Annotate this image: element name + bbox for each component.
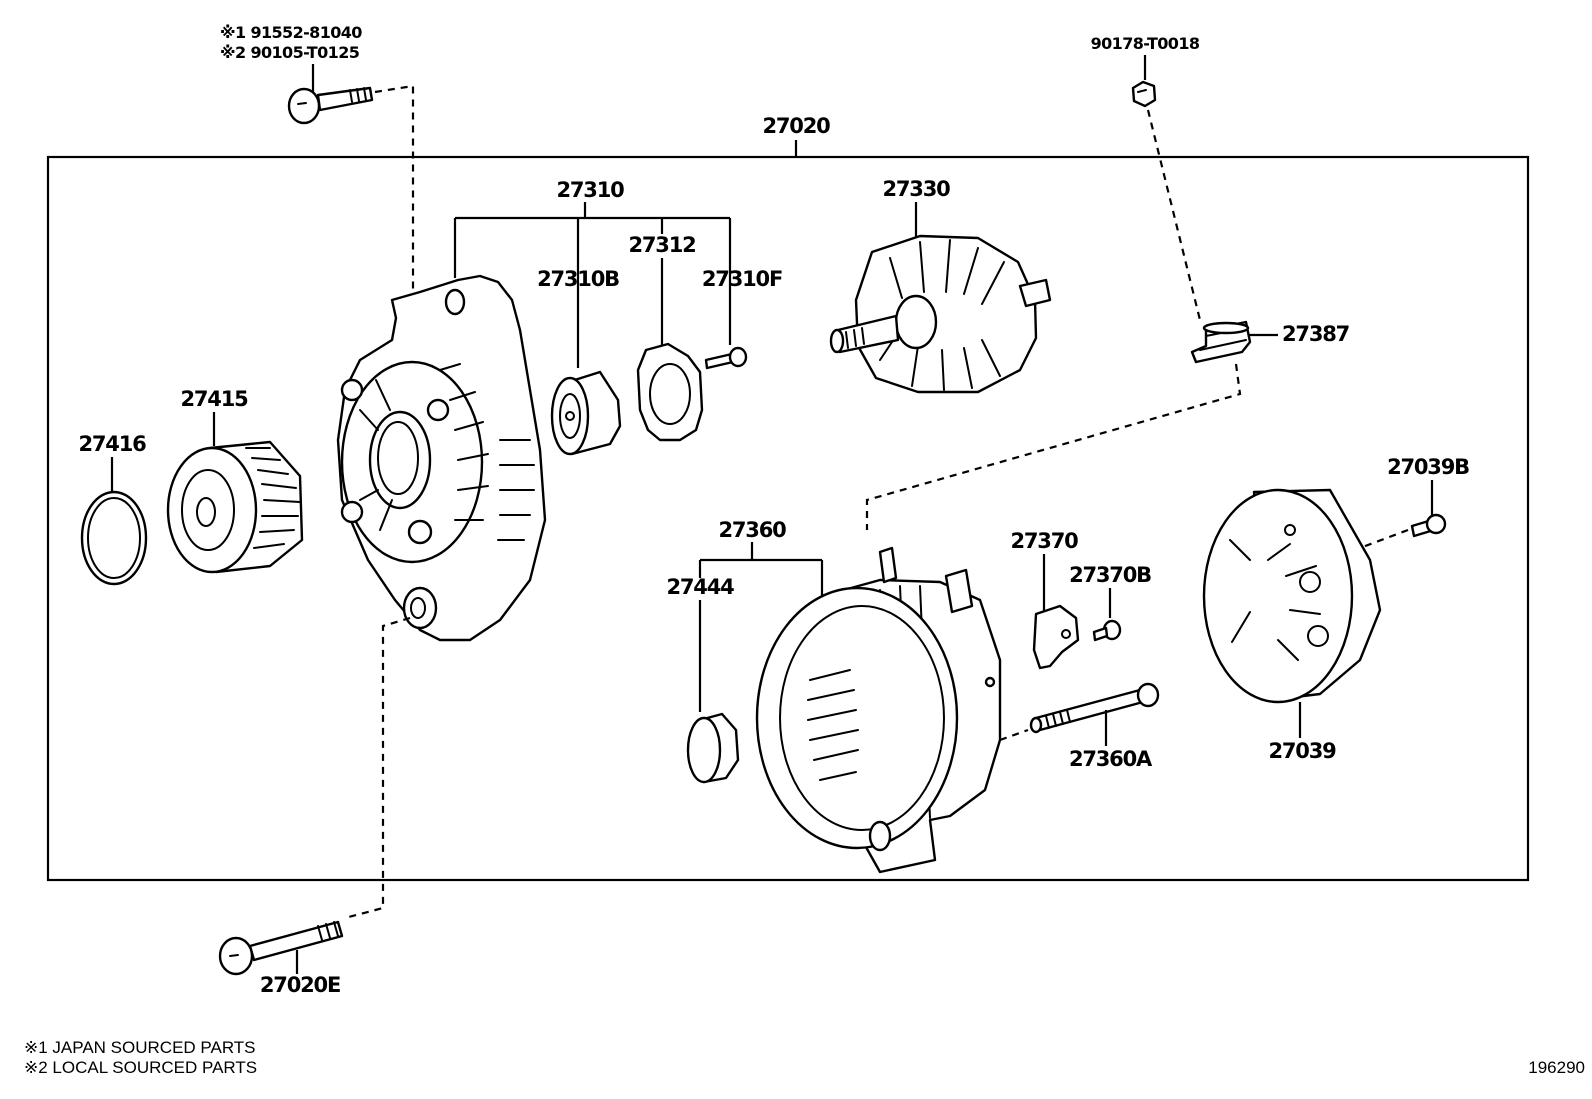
pulley-ring-icon[interactable] <box>80 490 148 586</box>
stator-frame-icon[interactable] <box>755 546 1002 874</box>
brush-holder-icon[interactable] <box>1032 604 1080 670</box>
dash-27387 <box>865 363 1242 530</box>
bolt-top-icon[interactable] <box>287 86 374 125</box>
label-27416[interactable]: 27416 <box>78 432 147 456</box>
dash-nut-top <box>1146 109 1202 321</box>
leader-27360-group <box>698 542 824 596</box>
label-27020[interactable]: 27020 <box>762 114 831 138</box>
dash-bolt-bottom <box>344 616 411 920</box>
leader-27310-group <box>453 202 732 368</box>
label-27370[interactable]: 27370 <box>1010 529 1079 553</box>
label-27360A[interactable]: 27360A <box>1069 747 1154 771</box>
label-nut-top[interactable]: 90178-T0018 <box>1091 34 1201 53</box>
pulley-icon[interactable] <box>166 440 304 574</box>
label-27020E[interactable]: 27020E <box>260 973 341 997</box>
drawing-number: 196290 <box>1528 1058 1585 1077</box>
label-27415[interactable]: 27415 <box>180 387 249 411</box>
footnote-japan: ※1 JAPAN SOURCED PARTS <box>24 1038 256 1057</box>
label-27310F[interactable]: 27310F <box>702 267 783 291</box>
assembly-frame <box>46 155 1530 882</box>
rear-cover-icon[interactable] <box>1202 488 1382 704</box>
nut-top-icon[interactable] <box>1131 80 1157 108</box>
bearing-cover-icon[interactable] <box>686 712 740 784</box>
drive-end-frame-icon[interactable] <box>336 274 547 642</box>
bolt-bottom-icon[interactable] <box>218 920 344 976</box>
dash-bolt-top <box>374 84 441 314</box>
label-27310B[interactable]: 27310B <box>537 267 620 291</box>
dash-through-bolt <box>999 728 1029 742</box>
bearing-icon[interactable] <box>550 370 622 456</box>
rear-cover-bolt-icon[interactable] <box>1410 513 1447 538</box>
label-27312[interactable]: 27312 <box>628 233 696 257</box>
rotor-icon[interactable] <box>829 234 1052 394</box>
terminal-insulator-icon[interactable] <box>1190 320 1252 364</box>
label-27444[interactable]: 27444 <box>666 575 735 599</box>
label-27387[interactable]: 27387 <box>1282 322 1350 346</box>
label-27330[interactable]: 27330 <box>882 177 951 201</box>
label-27039[interactable]: 27039 <box>1268 739 1337 763</box>
label-27039B[interactable]: 27039B <box>1387 455 1470 479</box>
through-bolt-icon[interactable] <box>1029 682 1160 734</box>
dash-27039B <box>1359 528 1409 550</box>
label-bolt-alt2[interactable]: ※2 90105-T0125 <box>220 43 360 62</box>
retainer-plate-icon[interactable] <box>636 342 704 442</box>
footnote-local: ※2 LOCAL SOURCED PARTS <box>24 1058 257 1077</box>
label-27360[interactable]: 27360 <box>718 518 787 542</box>
brush-holder-screw-icon[interactable] <box>1092 619 1122 642</box>
label-bolt-alt1[interactable]: ※1 91552-81040 <box>220 23 363 42</box>
label-27370B[interactable]: 27370B <box>1069 563 1152 587</box>
retainer-screw-icon[interactable] <box>704 346 748 370</box>
label-27310[interactable]: 27310 <box>556 178 625 202</box>
